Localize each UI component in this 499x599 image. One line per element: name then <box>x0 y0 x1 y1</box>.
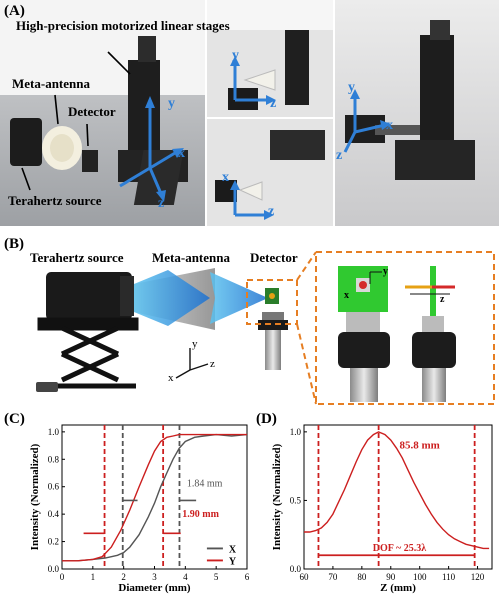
axis-y-left: y <box>168 96 175 111</box>
label-terahertz-source-b: Terahertz source <box>30 250 124 265</box>
axis-z-middle-top: z <box>270 96 277 111</box>
zoom-axes <box>369 271 450 295</box>
axis-z-b: z <box>210 358 215 370</box>
legend-label-X: X <box>229 544 237 555</box>
annotation-x-width: 1.84 mm <box>187 479 223 490</box>
thz-beam-in <box>134 270 210 326</box>
x-tick-label: 110 <box>442 572 456 582</box>
y-tick-label: 0.0 <box>290 564 302 574</box>
axis-x-right: x <box>386 118 393 133</box>
label-detector-b: Detector <box>250 250 298 265</box>
panel-a-photo-drawing <box>0 0 499 226</box>
axis-y-b: y <box>192 338 198 350</box>
series-line-0 <box>304 431 490 550</box>
x-axis-label: Diameter (mm) <box>118 582 191 594</box>
x-tick-label: 120 <box>471 572 485 582</box>
x-tick-label: 5 <box>214 572 219 582</box>
label-terahertz-source-a: Terahertz source <box>8 193 102 208</box>
detector-photo <box>82 150 98 172</box>
zoom-detector-side <box>430 266 436 316</box>
terahertz-source-photo <box>10 118 42 166</box>
label-linear-stages: High-precision motorized linear stages <box>16 18 230 33</box>
terahertz-source-box <box>46 272 132 320</box>
x-tick-label: 2 <box>121 572 126 582</box>
thz-beam-focus <box>210 272 268 324</box>
x-tick-label: 60 <box>300 572 310 582</box>
y-tick-label: 0.6 <box>48 482 60 492</box>
panel-b-drawing <box>36 251 495 405</box>
panel-a-photo: (A) High-precision motorized linear stag… <box>0 0 499 226</box>
axis-x-middle-bottom: x <box>222 170 229 185</box>
panel-d-label: (D) <box>256 411 277 427</box>
y-axis-label: Intensity (Normalized) <box>29 443 41 550</box>
x-tick-label: 3 <box>152 572 157 582</box>
panel-b-label: (B) <box>4 236 24 252</box>
series-line-X <box>62 433 248 562</box>
x-tick-label: 4 <box>183 572 188 582</box>
y-tick-label: 0.8 <box>48 454 60 464</box>
zoom-axis-y: y <box>383 266 388 277</box>
axes-right <box>343 95 386 153</box>
series-line-Y <box>62 433 247 562</box>
meta-antenna-photo <box>42 126 82 170</box>
x-tick-label: 90 <box>386 572 396 582</box>
x-tick-label: 70 <box>328 572 338 582</box>
label-meta-antenna-b: Meta-antenna <box>152 250 230 265</box>
axis-x-b: x <box>168 372 174 384</box>
axis-y-middle-top: y <box>232 48 239 63</box>
y-tick-label: 0.4 <box>48 509 60 519</box>
axis-y-right: y <box>348 80 355 95</box>
y-tick-label: 0.0 <box>48 564 60 574</box>
y-tick-label: 0.5 <box>290 495 302 505</box>
axis-x-left: x <box>178 146 185 161</box>
plot-frame <box>303 424 493 570</box>
plot-frame <box>61 424 248 570</box>
x-tick-label: 80 <box>357 572 367 582</box>
zoom-axis-x: x <box>344 290 349 301</box>
label-detector-a: Detector <box>68 104 116 119</box>
photo-middle-wall <box>206 0 334 30</box>
middle-bottom-setup <box>215 130 325 202</box>
x-tick-label: 1 <box>91 572 96 582</box>
zoom-axis-z: z <box>440 294 445 305</box>
annotation-y-width: 1.90 mm <box>182 509 219 520</box>
callout-arrows <box>21 51 131 191</box>
linear-stage-tower-right <box>345 20 475 180</box>
axis-z-left: z <box>158 196 165 211</box>
panel-a-label: (A) <box>4 3 25 19</box>
panel-b-schematic: (B) Terahertz source Meta-antenna Detect… <box>0 232 499 407</box>
photo-left-wall <box>0 0 206 95</box>
y-axis-label: Intensity (Normalized) <box>271 443 283 550</box>
y-tick-label: 0.2 <box>48 537 59 547</box>
y-tick-label: 1.0 <box>290 427 302 437</box>
chart-d-svg: 60 70 80 90 100 110 120 0.0 0.5 1.0 Z (mm) Intensit… <box>271 424 493 594</box>
zoom-callout <box>246 251 495 405</box>
photo-right-background <box>334 0 499 226</box>
panel-c-label: (C) <box>4 411 25 427</box>
axis-z-middle-bottom: z <box>268 204 275 219</box>
x-tick-label: 100 <box>413 572 427 582</box>
panel-d-chart: 60 70 80 90 100 110 120 0.0 0.5 1.0 Z (mm) Intensit… <box>252 407 499 594</box>
x-tick-label: 0 <box>60 572 65 582</box>
x-axis-label: Z (mm) <box>380 582 416 594</box>
axis-z-right: z <box>336 148 343 163</box>
annotation-peak: 85.8 mm <box>399 439 439 451</box>
axes-b <box>175 348 209 379</box>
annotation-dof: DOF ~ 25.3λ <box>373 543 426 554</box>
scissor-lift <box>37 317 139 389</box>
label-meta-antenna-a: Meta-antenna <box>12 76 90 91</box>
y-tick-label: 1.0 <box>48 427 60 437</box>
x-tick-label: 6 <box>245 572 250 582</box>
legend-label-Y: Y <box>229 556 237 567</box>
